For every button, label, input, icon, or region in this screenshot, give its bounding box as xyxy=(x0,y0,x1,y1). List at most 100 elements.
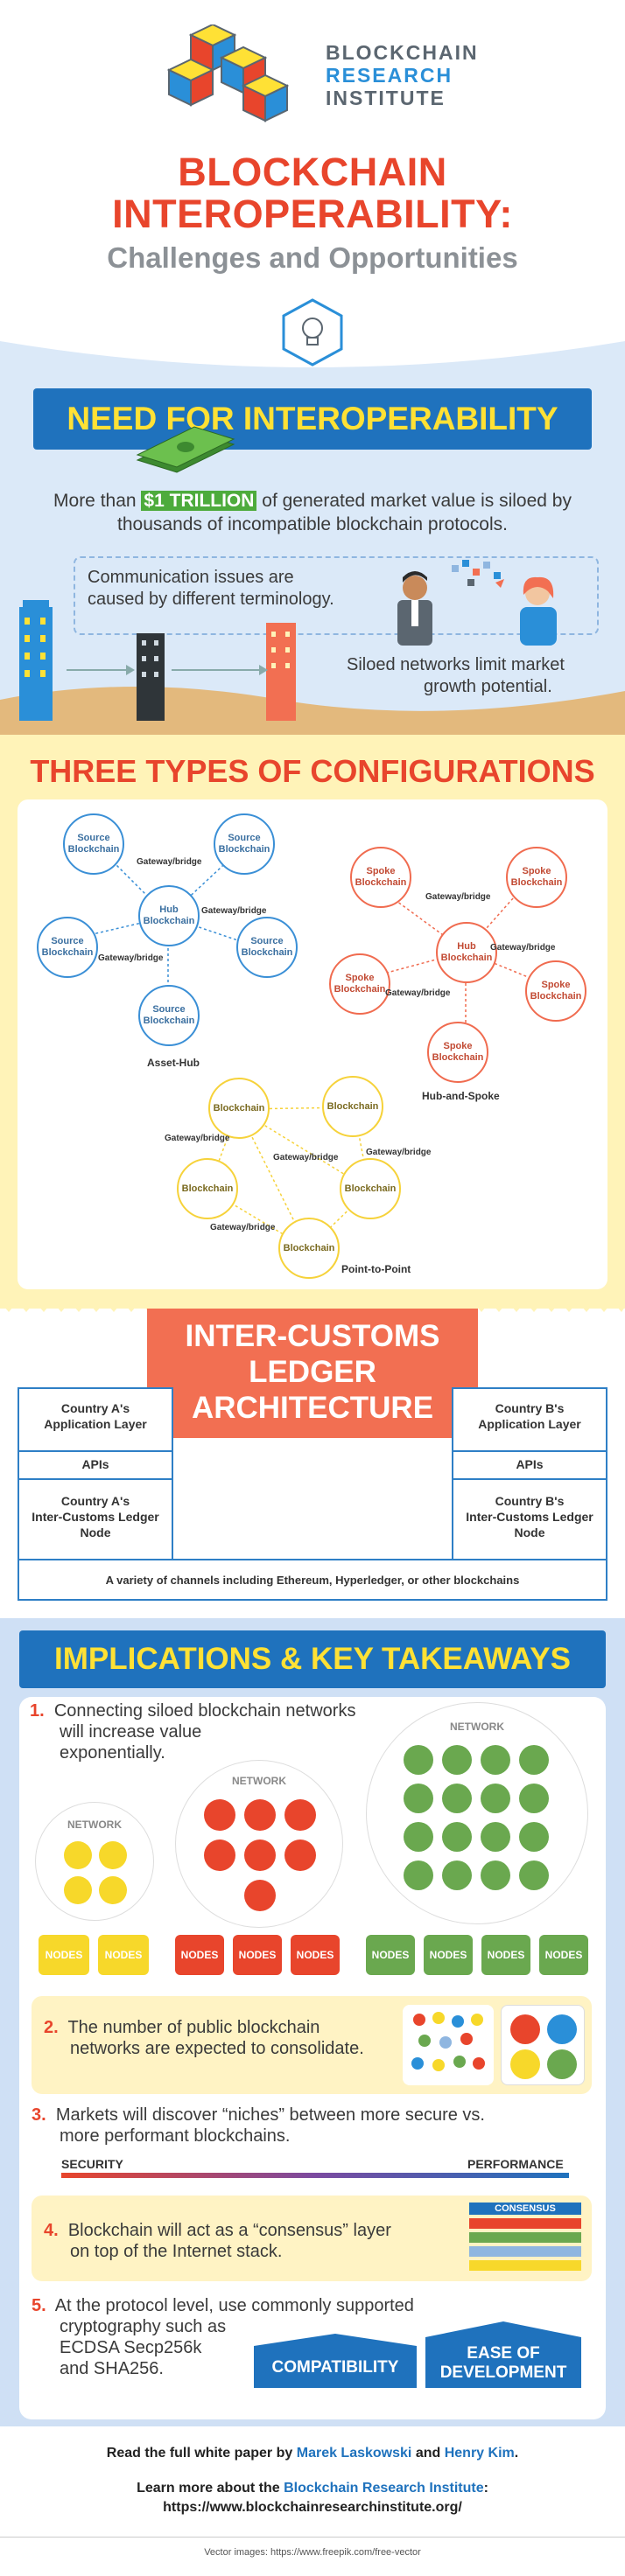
asset-hub-source-2: Source Blockchain xyxy=(214,813,275,875)
read-prefix: Read the full white paper by xyxy=(106,2446,293,2461)
consolidated-networks-icon xyxy=(501,2005,585,2085)
country-b-stack: Country B's Application Layer APIs Count… xyxy=(452,1387,607,1560)
p2p-gateway-2: Gateway/bridge xyxy=(273,1153,339,1162)
inter-customs-title-line3: ARCHITECTURE xyxy=(191,1391,434,1425)
p2p-caption: Point-to-Point xyxy=(341,1263,411,1275)
hub-spoke-spoke-5: Spoke Blockchain xyxy=(427,1022,488,1083)
asset-hub-source-3: Source Blockchain xyxy=(37,917,98,978)
takeaway-1-text: Connecting siloed blockchain networks xyxy=(53,1701,356,1721)
p2p-node-5: Blockchain xyxy=(278,1218,340,1279)
asset-hub-gateway-2: Gateway/bridge xyxy=(201,906,267,916)
brand-line2: RESEARCH xyxy=(326,64,453,87)
p2p-node-2: Blockchain xyxy=(322,1076,383,1137)
communication-line1: Communication issues are xyxy=(88,568,294,587)
takeaway-4-text: Blockchain will act as a “consensus” lay… xyxy=(67,2221,391,2240)
asset-hub-gateway-3: Gateway/bridge xyxy=(98,953,164,963)
ease-line2: DEVELOPMENT xyxy=(439,2363,567,2382)
nodes-badge-green-2: NODES xyxy=(424,1935,473,1975)
implications-title: IMPLICATIONS & KEY TAKEAWAYS xyxy=(54,1642,571,1676)
zigzag-divider xyxy=(0,1302,625,1312)
asset-hub-source-5: Source Blockchain xyxy=(138,985,200,1046)
takeaway-5-line4: and SHA256. xyxy=(60,2359,164,2378)
hub-spoke-gateway-3: Gateway/bridge xyxy=(385,988,451,998)
channels-text: A variety of channels including Ethereum… xyxy=(105,1574,520,1587)
security-label: SECURITY xyxy=(61,2157,123,2171)
country-b-node-line1: Country B's xyxy=(495,1494,565,1508)
takeaway-3-line2: more performant blockchains. xyxy=(60,2126,291,2146)
configurations-title: THREE TYPES OF CONFIGURATIONS xyxy=(30,753,595,789)
nodes-badge-green-4: NODES xyxy=(539,1935,588,1975)
learn-more-line: Learn more about the Blockchain Research… xyxy=(0,2479,625,2498)
communication-box xyxy=(74,556,599,635)
takeaway-2-text: The number of public blockchain xyxy=(67,2018,320,2037)
asset-hub-gateway-1: Gateway/bridge xyxy=(137,857,202,867)
market-rest-text: of generated market value is siloed by xyxy=(262,491,572,511)
brand-line1: BLOCKCHAIN xyxy=(326,41,479,64)
nodes-badge-red-2: NODES xyxy=(233,1935,282,1975)
nodes-badge-yellow-2: NODES xyxy=(98,1935,149,1975)
takeaway-4-number: 4. xyxy=(44,2221,59,2240)
consensus-stack-icon: CONSENSUS xyxy=(469,2203,581,2272)
compatibility-label: COMPATIBILITY xyxy=(271,2358,399,2377)
country-b-app-line1: Country B's xyxy=(495,1401,565,1415)
asset-hub-source-1: Source Blockchain xyxy=(63,813,124,875)
need-banner: NEED FOR INTEROPERABILITY xyxy=(33,388,592,450)
nodes-badge-red-1: NODES xyxy=(175,1935,224,1975)
nodes-badge-yellow-1: NODES xyxy=(39,1935,89,1975)
need-banner-title: NEED FOR INTEROPERABILITY xyxy=(67,401,558,436)
takeaway-2-line2: networks are expected to consolidate. xyxy=(70,2039,364,2058)
nodes-badge-red-3: NODES xyxy=(291,1935,340,1975)
takeaway-2-box xyxy=(32,1996,592,2094)
bri-url[interactable]: https://www.blockchainresearchinstitute.… xyxy=(163,2500,462,2515)
asset-hub-hub: Hub Blockchain xyxy=(138,885,200,946)
lightbulb-icon xyxy=(282,298,343,367)
takeaway-2-line1: 2. The number of public blockchain xyxy=(44,2017,320,2039)
page-title-line1: BLOCKCHAIN xyxy=(178,150,447,194)
country-b-node-line3: Node xyxy=(514,1525,545,1539)
hub-spoke-spoke-1: Spoke Blockchain xyxy=(350,847,411,908)
takeaway-2-number: 2. xyxy=(44,2018,59,2037)
ease-line1: EASE OF xyxy=(467,2344,540,2363)
hub-spoke-gateway-1: Gateway/bridge xyxy=(425,892,491,902)
p2p-node-3: Blockchain xyxy=(177,1158,238,1219)
country-b-app-line2: Application Layer xyxy=(478,1417,581,1431)
network-medium-label: NETWORK xyxy=(232,1775,286,1787)
takeaway-5-text: At the protocol level, use commonly supp… xyxy=(54,2296,414,2315)
compatibility-arrow xyxy=(254,2334,417,2388)
takeaway-5-line2: cryptography such as xyxy=(60,2317,227,2336)
inter-customs-title-line1: INTER-CUSTOMS xyxy=(185,1319,440,1353)
country-a-node-line1: Country A's xyxy=(60,1494,130,1508)
hub-spoke-spoke-2: Spoke Blockchain xyxy=(506,847,567,908)
p2p-gateway-3: Gateway/bridge xyxy=(366,1148,432,1157)
nodes-badge-green-1: NODES xyxy=(366,1935,415,1975)
country-a-app-line2: Application Layer xyxy=(44,1417,147,1431)
country-a-node-line2: Inter-Customs Ledger xyxy=(32,1510,159,1524)
network-large-label: NETWORK xyxy=(450,1721,504,1733)
buildings-illustration xyxy=(19,600,296,721)
p2p-gateway-4: Gateway/bridge xyxy=(210,1223,276,1232)
asset-hub-caption: Asset-Hub xyxy=(147,1057,200,1069)
takeaway-1-number: 1. xyxy=(30,1701,45,1721)
page-title-line2: INTEROPERABILITY: xyxy=(112,192,513,236)
performance-label: PERFORMANCE xyxy=(467,2157,564,2171)
takeaway-1-line3: exponentially. xyxy=(60,1743,165,1763)
trillion-highlight: $1 TRILLION xyxy=(141,491,257,511)
bri-link[interactable]: Blockchain Research Institute xyxy=(284,2481,484,2496)
ease-of-development-arrow xyxy=(425,2321,581,2388)
page-subtitle: Challenges and Opportunities xyxy=(107,241,518,274)
cubes-logo xyxy=(166,24,290,122)
author-2-link[interactable]: Henry Kim xyxy=(444,2446,515,2461)
network-medium: NETWORK xyxy=(175,1760,343,1928)
inter-customs-title-line2: LEDGER xyxy=(249,1355,376,1389)
nodes-badge-green-3: NODES xyxy=(481,1935,530,1975)
white-paper-credit: Read the full white paper by Marek Lasko… xyxy=(0,2444,625,2463)
learn-prefix: Learn more about the xyxy=(137,2481,280,2496)
implications-banner: IMPLICATIONS & KEY TAKEAWAYS xyxy=(19,1630,606,1688)
footer-divider xyxy=(0,2537,625,2538)
siloed-line2: growth potential. xyxy=(424,677,552,696)
scattered-networks-icon xyxy=(403,2005,494,2085)
author-1-link[interactable]: Marek Laskowski xyxy=(296,2446,412,2461)
takeaway-5-line3: ECDSA Secp256k xyxy=(60,2338,202,2357)
more-than-text: More than xyxy=(53,491,137,511)
